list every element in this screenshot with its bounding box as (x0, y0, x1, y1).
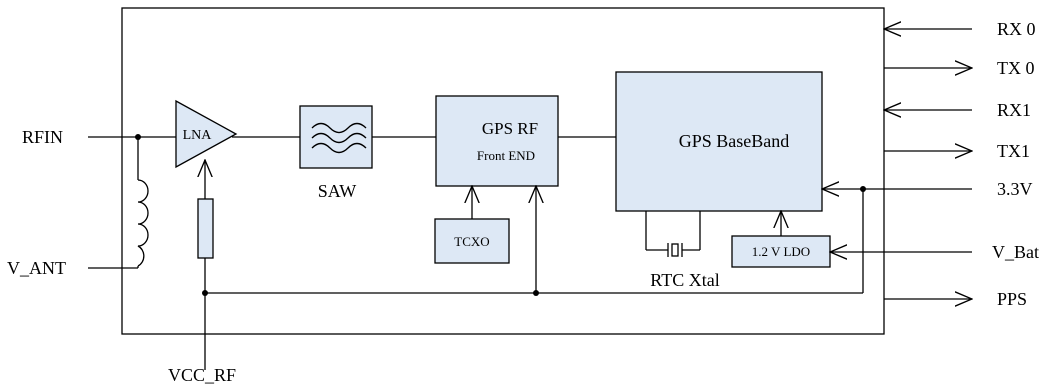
ldo-label: 1.2 V LDO (752, 244, 810, 259)
saw-label: SAW (318, 181, 357, 201)
saw-filter (299, 105, 373, 169)
saw-filter-icon (311, 122, 367, 154)
gps-baseband-label: GPS BaseBand (679, 131, 790, 151)
crystal-icon (645, 211, 701, 257)
resistor-icon (197, 198, 214, 259)
gps-rf-block (435, 95, 559, 187)
gps-baseband-block (615, 71, 823, 212)
amplifier-icon (175, 99, 238, 169)
tcxo-label: TCXO (454, 234, 489, 249)
rtc-xtal-label: RTC Xtal (650, 270, 719, 290)
pin-v-bat: V_Bat (992, 242, 1039, 262)
gps-rf-subtitle: Front END (477, 148, 535, 163)
lna-label: LNA (183, 128, 213, 143)
pin-vcc-rf: VCC_RF (168, 365, 236, 385)
pin-3v3: 3.3V (997, 179, 1033, 199)
pin-rx1: RX1 (997, 100, 1031, 120)
lna-amplifier: LNA (175, 99, 238, 169)
pin-rx0: RX 0 (997, 19, 1036, 39)
pin-pps: PPS (997, 289, 1027, 309)
inductor-icon (137, 172, 149, 267)
pin-tx1: TX1 (997, 141, 1030, 161)
gps-rf-title: GPS RF (482, 119, 538, 138)
pin-v-ant: V_ANT (7, 258, 66, 278)
tcxo-block (434, 218, 510, 264)
pin-tx0: TX 0 (997, 58, 1035, 78)
pin-rfin: RFIN (22, 127, 63, 147)
